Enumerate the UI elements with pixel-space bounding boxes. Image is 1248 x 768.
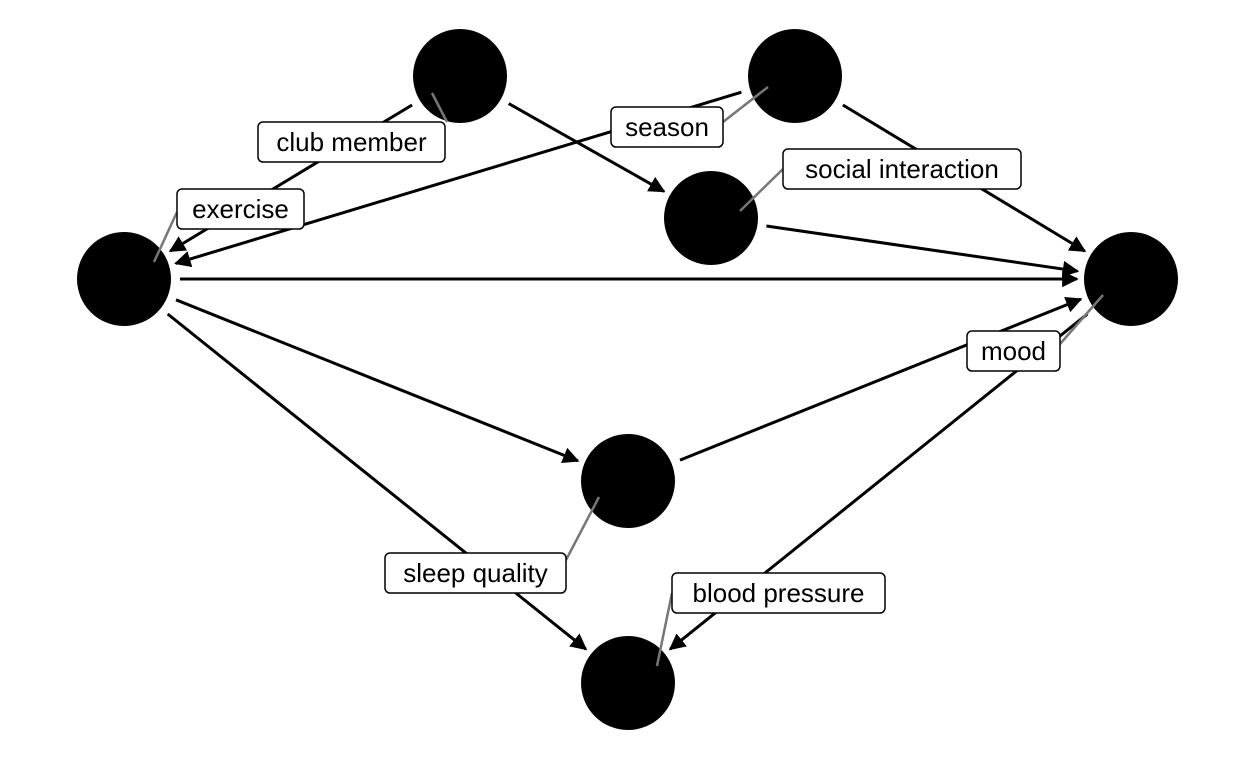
node-blood-pressure	[581, 636, 675, 730]
label-leader-social-interaction	[739, 168, 784, 212]
label-text: exercise	[192, 194, 289, 224]
node-label-season: season	[610, 106, 724, 148]
node-sleep-quality	[581, 434, 675, 528]
label-text: season	[625, 112, 709, 142]
labels-layer: club member season social interaction exerc…	[176, 106, 1061, 614]
node-label-exercise: exercise	[176, 188, 305, 230]
label-box	[176, 188, 305, 230]
node-label-mood: mood	[966, 330, 1061, 372]
label-leader-season	[722, 86, 769, 123]
node-label-sleep-quality: sleep quality	[384, 552, 567, 594]
edge-exercise-to-blood-pressure	[166, 312, 588, 651]
node-club-member	[413, 29, 507, 123]
label-text: social interaction	[805, 154, 999, 184]
label-box	[257, 121, 446, 163]
node-label-blood-pressure: blood pressure	[671, 572, 886, 614]
label-leader-club-member	[430, 92, 449, 123]
edge-exercise-to-sleep-quality	[175, 298, 580, 464]
edge-club-member-to-social-interaction	[507, 102, 666, 193]
node-label-club-member: club member	[257, 121, 446, 163]
label-box	[782, 148, 1022, 190]
label-text: blood pressure	[693, 578, 865, 608]
label-leaders-layer	[152, 86, 1104, 667]
node-season	[748, 29, 842, 123]
label-leader-sleep-quality	[564, 496, 601, 561]
label-box	[671, 572, 886, 614]
node-exercise	[77, 232, 171, 326]
label-text: mood	[981, 336, 1046, 366]
label-leader-mood	[1059, 294, 1104, 345]
edge-social-interaction-to-mood	[766, 224, 1080, 278]
label-leader-blood-pressure	[655, 592, 674, 667]
node-social-interaction	[664, 171, 758, 265]
label-leader-exercise	[152, 211, 179, 263]
label-text: sleep quality	[403, 558, 548, 588]
node-label-social-interaction: social interaction	[782, 148, 1022, 190]
label-box	[966, 330, 1061, 372]
edge-sleep-quality-to-mood	[679, 296, 1083, 462]
node-mood	[1084, 232, 1178, 326]
label-box	[384, 552, 567, 594]
label-text: club member	[276, 127, 427, 157]
label-box	[610, 106, 724, 148]
